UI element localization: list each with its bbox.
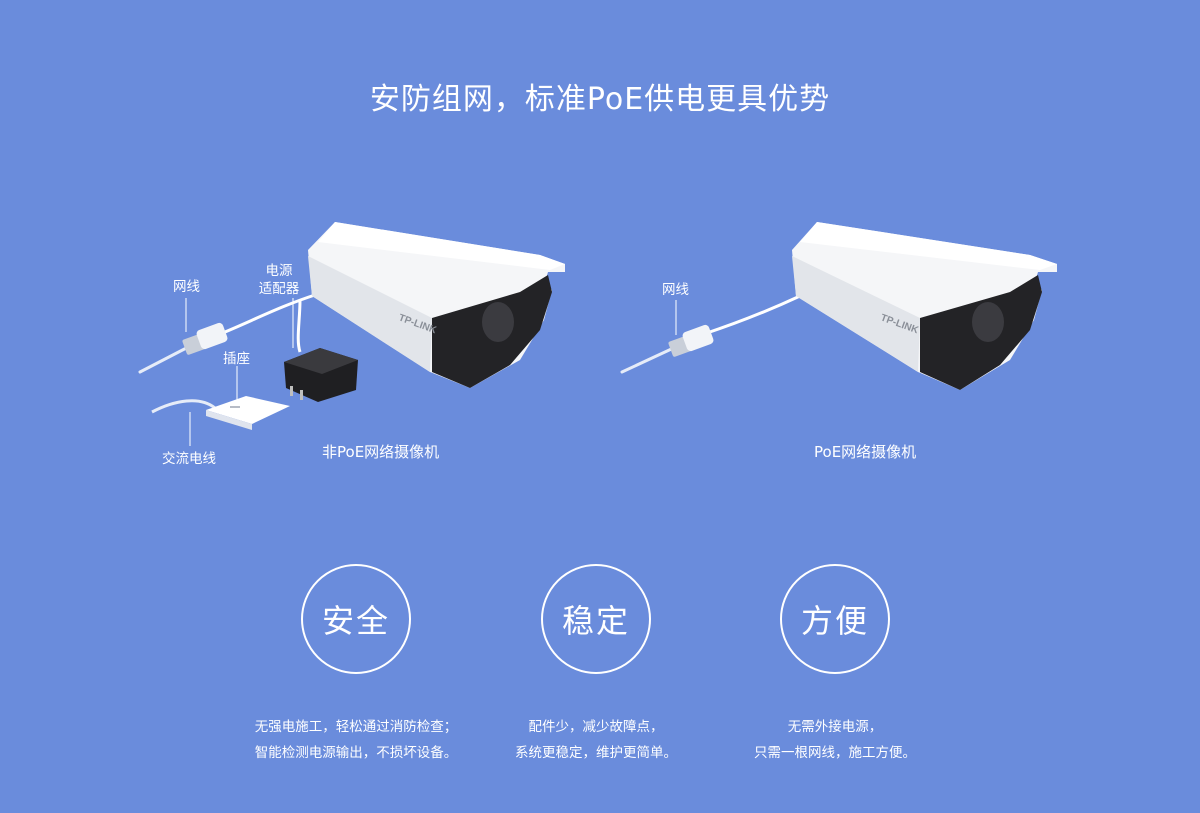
feature-description: 配件少，减少故障点， 系统更稳定，维护更简单。 bbox=[446, 714, 746, 766]
feature-stability: 稳定 配件少，减少故障点， 系统更稳定，维护更简单。 bbox=[446, 564, 746, 766]
feature-desc-line: 无需外接电源， bbox=[787, 719, 883, 735]
feature-desc-line: 只需一根网线，施工方便。 bbox=[754, 745, 916, 761]
feature-circle: 安全 bbox=[301, 564, 411, 674]
feature-description: 无需外接电源， 只需一根网线，施工方便。 bbox=[685, 714, 985, 766]
feature-convenience: 方便 无需外接电源， 只需一根网线，施工方便。 bbox=[685, 564, 985, 766]
camera-body: TP-LINK bbox=[792, 222, 1057, 390]
label-power-adapter: 电源 适配器 bbox=[254, 262, 304, 298]
feature-safety: 安全 无强电施工，轻松通过消防检查； 智能检测电源输出，不损坏设备。 bbox=[206, 564, 506, 766]
feature-description: 无强电施工，轻松通过消防检查； 智能检测电源输出，不损坏设备。 bbox=[206, 714, 506, 766]
feature-circle: 稳定 bbox=[541, 564, 651, 674]
label-power-adapter-line1: 电源 bbox=[265, 263, 293, 279]
feature-desc-line: 配件少，减少故障点， bbox=[528, 719, 664, 735]
label-power-adapter-line2: 适配器 bbox=[258, 281, 300, 297]
feature-desc-line: 智能检测电源输出，不损坏设备。 bbox=[254, 745, 458, 761]
power-adapter bbox=[284, 348, 358, 402]
rj45-connector bbox=[668, 324, 714, 357]
page-title: 安防组网，标准PoE供电更具优势 bbox=[369, 82, 831, 117]
caption-non-poe-camera: 非PoE网络摄像机 bbox=[322, 443, 440, 461]
poe-camera: TP-LINK bbox=[620, 222, 1057, 390]
rj45-connector bbox=[182, 322, 228, 355]
label-socket: 插座 bbox=[223, 351, 250, 367]
wall-socket bbox=[206, 396, 290, 430]
feature-desc-line: 系统更稳定，维护更简单。 bbox=[515, 745, 677, 761]
feature-desc-line: 无强电施工，轻松通过消防检查； bbox=[254, 719, 458, 735]
caption-poe-camera: PoE网络摄像机 bbox=[814, 443, 917, 461]
label-ac-cable: 交流电线 bbox=[162, 451, 216, 467]
feature-circle: 方便 bbox=[780, 564, 890, 674]
non-poe-camera: TP-LINK bbox=[138, 222, 565, 430]
label-network-cable-right: 网线 bbox=[662, 282, 689, 298]
camera-body: TP-LINK bbox=[308, 222, 565, 388]
label-network-cable-left: 网线 bbox=[173, 279, 200, 295]
